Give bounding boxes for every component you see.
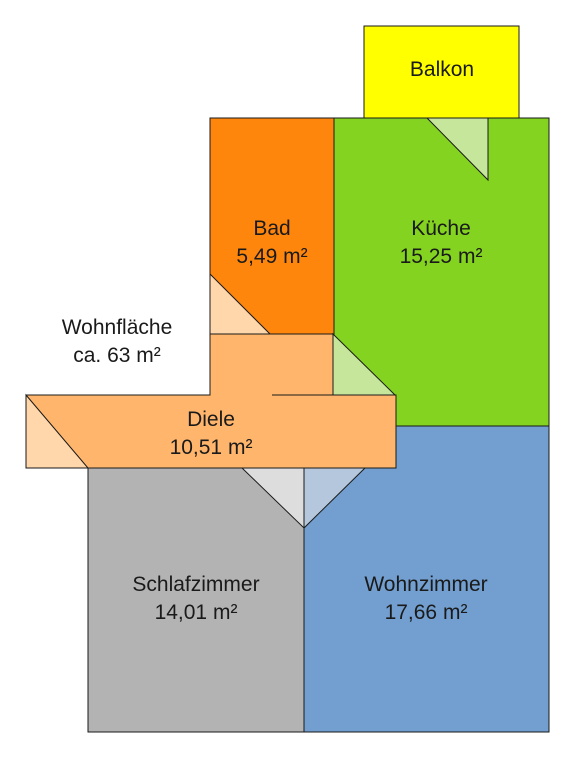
label-wohnzimmer-name: Wohnzimmer [364, 573, 487, 596]
label-wohnzimmer-area: 17,66 m² [385, 601, 468, 624]
label-diele-name: Diele [187, 408, 235, 431]
door-swing-kueche [332, 332, 397, 396]
room-balkon [363, 25, 520, 119]
label-kueche-name: Küche [411, 217, 471, 240]
door-swing-balkon [425, 117, 489, 182]
door-swing-entrance [25, 393, 90, 469]
label-kueche-area: 15,25 m² [400, 245, 483, 268]
door-swing-bad [209, 272, 272, 335]
label-wohnflaeche-area: ca. 63 m² [73, 344, 161, 367]
room-schlafzimmer [87, 467, 305, 733]
label-diele-area: 10,51 m² [170, 436, 253, 459]
label-schlafzimmer-name: Schlafzimmer [132, 573, 259, 596]
label-bad-name: Bad [253, 217, 290, 240]
label-wohnflaeche: Wohnfläche [62, 316, 173, 339]
label-balkon-name: Balkon [410, 58, 474, 81]
label-schlafzimmer-area: 14,01 m² [155, 601, 238, 624]
label-bad-area: 5,49 m² [236, 245, 307, 268]
door-swing-wohnzimmer [303, 467, 367, 530]
